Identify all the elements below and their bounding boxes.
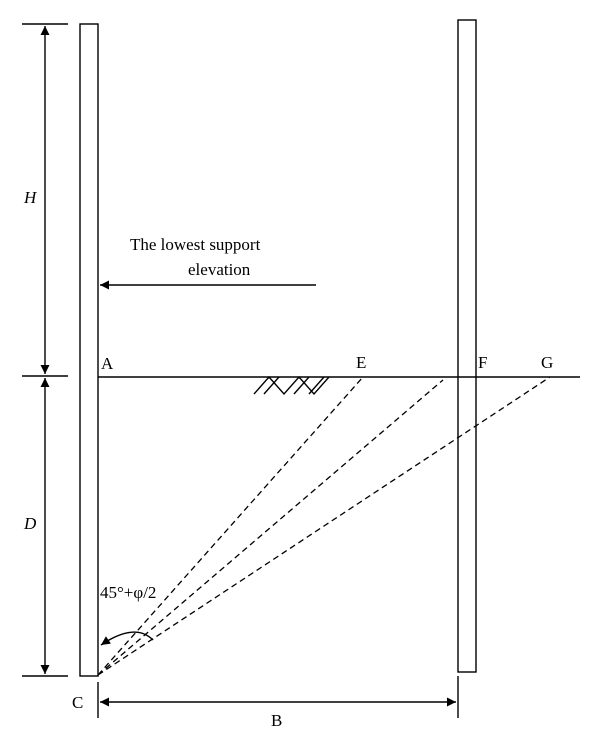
label-f: F bbox=[478, 353, 487, 372]
right-wall bbox=[457, 19, 477, 673]
angle-arc bbox=[100, 631, 154, 646]
label-h: H bbox=[23, 188, 38, 207]
dimension-b bbox=[97, 676, 459, 718]
label-g: G bbox=[541, 353, 553, 372]
label-d: D bbox=[23, 514, 37, 533]
label-c: C bbox=[72, 693, 83, 712]
label-angle: 45°+φ/2 bbox=[100, 583, 156, 602]
failure-lines bbox=[97, 376, 551, 676]
left-wall bbox=[79, 23, 99, 677]
dimension-h-d bbox=[22, 23, 68, 677]
failure-line-to-e bbox=[97, 376, 364, 676]
label-support-line1: The lowest support bbox=[130, 235, 261, 254]
label-b: B bbox=[271, 711, 282, 730]
label-a: A bbox=[101, 354, 114, 373]
label-support-line2: elevation bbox=[188, 260, 251, 279]
label-e: E bbox=[356, 353, 366, 372]
failure-line-to-f bbox=[97, 379, 444, 676]
soil-hatch-symbol bbox=[253, 375, 330, 396]
failure-line-to-g bbox=[97, 376, 551, 676]
